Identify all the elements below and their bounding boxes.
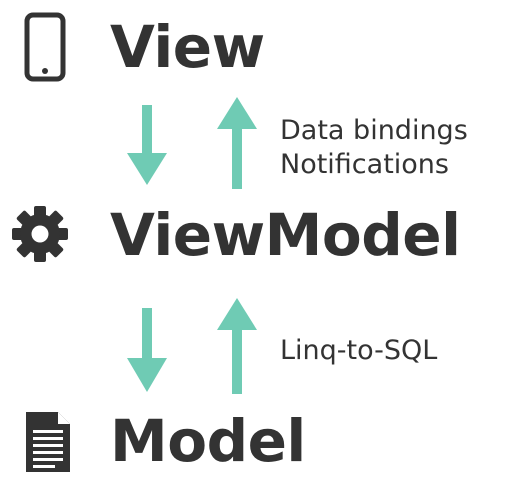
document-icon bbox=[24, 410, 72, 478]
notifications-label: Notifications bbox=[280, 149, 449, 180]
up-arrow-model-to-viewmodel bbox=[215, 296, 259, 400]
down-arrow-viewmodel-to-model bbox=[125, 308, 169, 398]
gear-icon bbox=[10, 204, 70, 268]
down-arrow-view-to-viewmodel bbox=[125, 105, 169, 191]
smartphone-icon bbox=[24, 12, 66, 86]
linq-to-sql-label: Linq-to-SQL bbox=[280, 335, 438, 366]
model-title: Model bbox=[110, 407, 306, 475]
view-title: View bbox=[110, 13, 265, 81]
data-bindings-label: Data bindings bbox=[280, 115, 468, 146]
viewmodel-title: ViewModel bbox=[110, 201, 461, 269]
up-arrow-viewmodel-to-view bbox=[215, 95, 259, 195]
